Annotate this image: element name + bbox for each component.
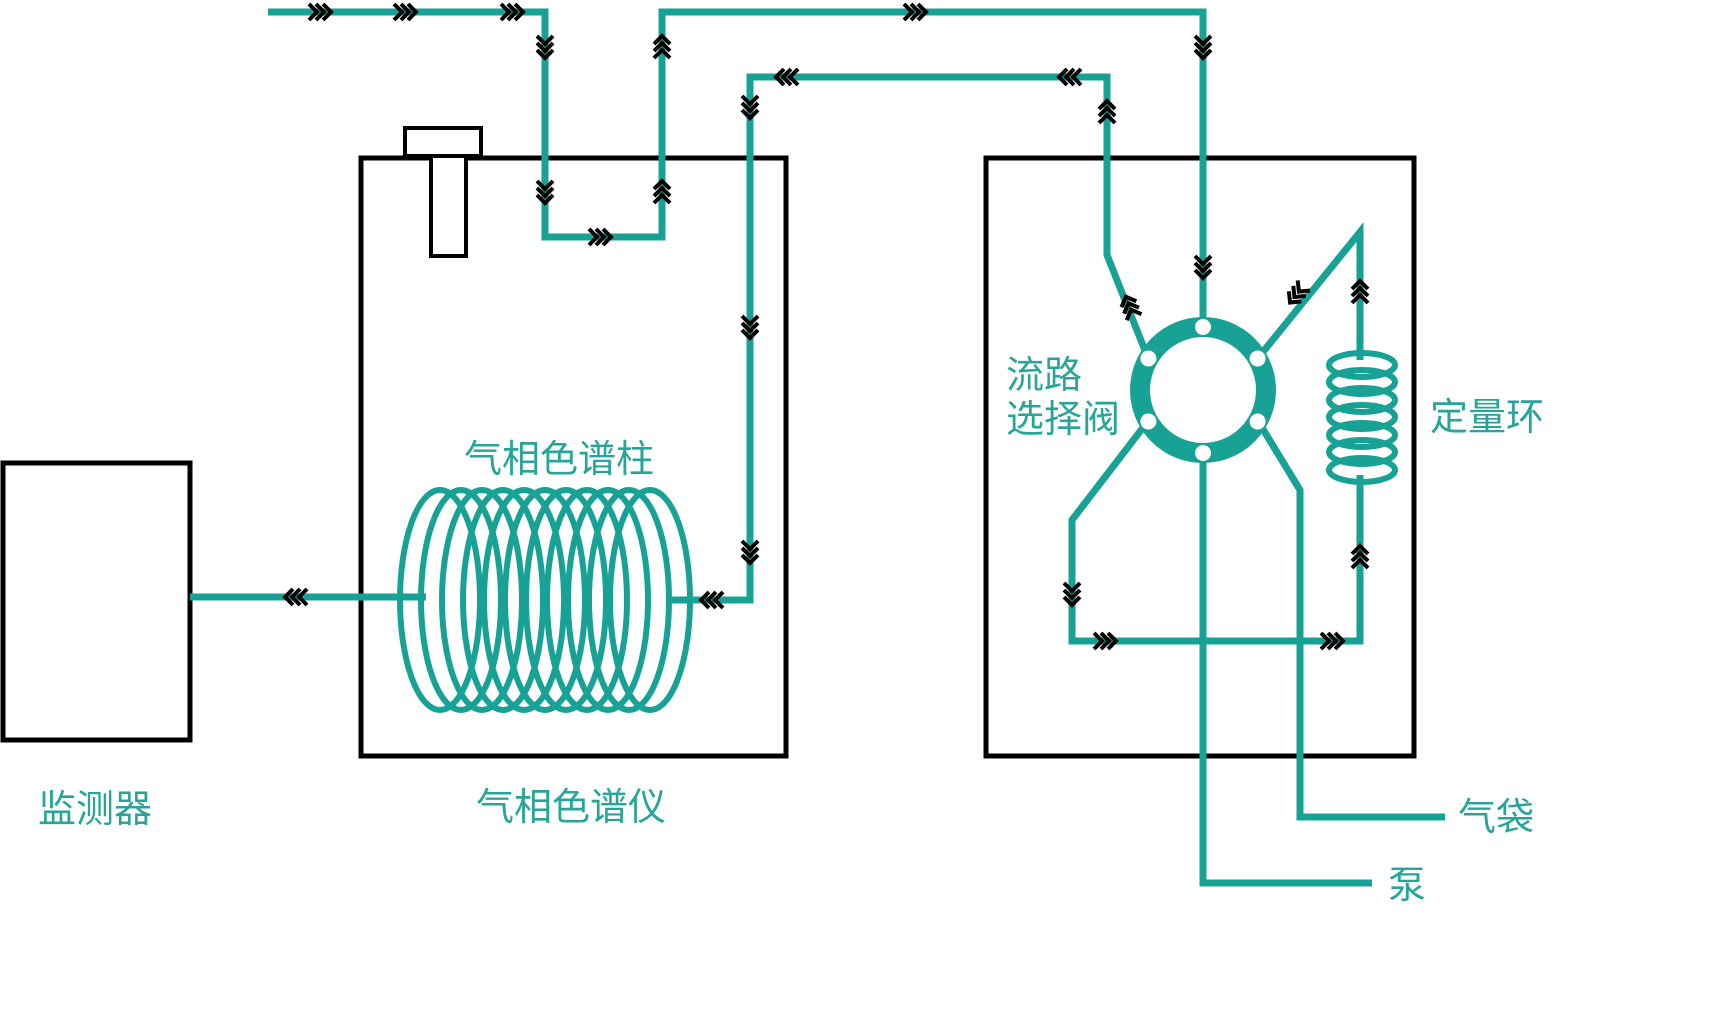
label-gc-column: 气相色谱柱	[464, 439, 654, 481]
loop-turn	[1326, 402, 1398, 432]
label-gas-chromatograph: 气相色谱仪	[476, 787, 666, 829]
coil-turn	[481, 487, 567, 713]
coil-turn	[607, 487, 693, 713]
loop-turn	[1326, 367, 1398, 397]
tube-pump-line	[1199, 450, 1372, 887]
loop-turn	[1326, 350, 1398, 380]
coil-turn	[502, 487, 588, 713]
coil-turn	[523, 487, 609, 713]
tube-valve-to-column	[672, 73, 1152, 604]
injector-port-stem	[429, 154, 468, 258]
label-pump: 泵	[1388, 865, 1426, 907]
tube-loop-top-to-valve	[1255, 222, 1364, 361]
label-sample-loop: 定量环	[1430, 397, 1544, 439]
loop-turn	[1326, 420, 1398, 450]
valve-port-dot	[1140, 350, 1157, 367]
coil-turn	[397, 487, 483, 713]
loop-turn	[1326, 455, 1398, 485]
tube-valve-to-loop-bottom	[1068, 418, 1364, 645]
loop-turn	[1326, 437, 1398, 467]
sample-loop-coil	[1326, 350, 1398, 485]
coil-turn	[586, 487, 672, 713]
label-monitor: 监测器	[38, 789, 152, 831]
label-gas-bag: 气袋	[1458, 797, 1534, 839]
coil-turn	[460, 487, 546, 713]
tube-carrier-main	[268, 8, 1207, 330]
tube-gas-bag-line	[1255, 419, 1445, 821]
valve-port-dot	[1195, 445, 1211, 461]
injector-port-cap	[403, 126, 483, 158]
flow-selection-valve	[1130, 317, 1276, 463]
label-valve-line2: 选择阀	[1006, 399, 1120, 441]
valve-ring	[1130, 317, 1276, 463]
coil-turn	[565, 487, 651, 713]
valve-port-dot	[1249, 350, 1266, 367]
monitor-box	[0, 460, 193, 743]
gc-column-coil	[397, 487, 693, 713]
valve-port-dot	[1140, 413, 1157, 430]
coil-turn	[439, 487, 525, 713]
valve-port-dot	[1195, 319, 1211, 335]
coil-turn	[544, 487, 630, 713]
label-valve-line1: 流路	[1006, 355, 1082, 397]
coil-turn	[418, 487, 504, 713]
loop-turn	[1326, 385, 1398, 415]
valve-port-dot	[1249, 413, 1266, 430]
